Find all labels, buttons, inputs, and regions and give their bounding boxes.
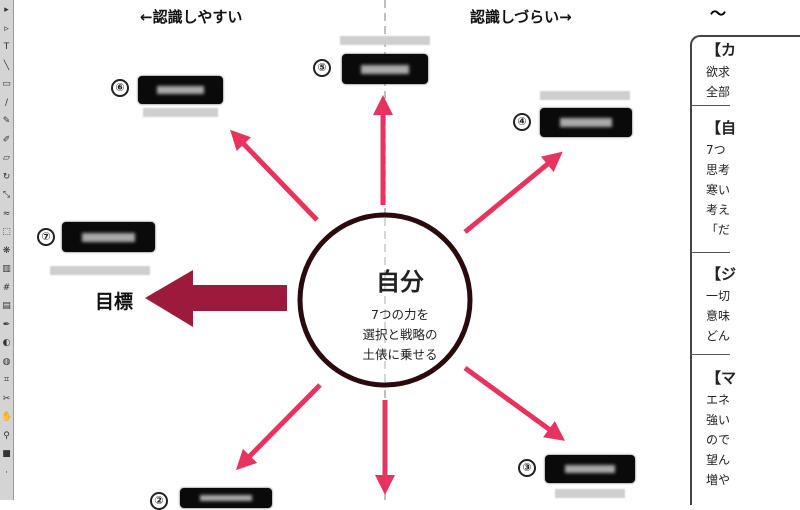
center-title: 自分 bbox=[376, 268, 424, 296]
node-5-sublabel bbox=[340, 36, 430, 45]
section-line: 強い bbox=[706, 413, 731, 427]
panel-section: 【カ欲求全部 bbox=[706, 38, 736, 102]
arrow-to-node-2 bbox=[235, 383, 322, 471]
center-text: 7つの力を 選択と戦略の 土俵に乗せる bbox=[335, 305, 465, 365]
rectangle-tool-icon[interactable]: ▭ bbox=[2, 79, 11, 89]
center-line: 選択と戦略の bbox=[362, 327, 438, 342]
type-tool-icon[interactable]: T bbox=[3, 42, 10, 52]
artboard[interactable]: ←認識しやすい 認識しづらい→ 自分 7つの力を 選択と戦略の 土俵に乗せる ⑥… bbox=[15, 0, 800, 510]
node-7-label-box[interactable] bbox=[62, 222, 155, 252]
direct-selection-tool-icon[interactable]: ▹ bbox=[4, 23, 9, 34]
node-4-sublabel bbox=[540, 91, 630, 100]
live-paint-tool-icon[interactable]: ◍ bbox=[2, 356, 11, 367]
slice-tool-icon[interactable]: ✂ bbox=[2, 393, 11, 404]
section-line: 一切 bbox=[706, 289, 731, 303]
center-line: 土俵に乗せる bbox=[362, 347, 438, 362]
section-line: 意味 bbox=[706, 309, 731, 323]
node-7-number: ⑦ bbox=[37, 228, 55, 246]
node-2-number: ② bbox=[150, 492, 168, 510]
panel-divider bbox=[690, 105, 730, 106]
section-title: 【ジ bbox=[706, 265, 736, 283]
blob-brush-tool-icon[interactable]: ✐ bbox=[2, 134, 11, 145]
selection-tool-icon[interactable]: ▸ bbox=[4, 5, 9, 15]
section-line: 望ん bbox=[706, 453, 731, 467]
center-line: 7つの力を bbox=[371, 307, 429, 322]
graph-tool-icon[interactable]: ▥ bbox=[2, 264, 11, 274]
arrow-to-node-3 bbox=[463, 365, 566, 441]
left-heading: ←認識しやすい bbox=[140, 8, 243, 26]
node-3-number: ③ bbox=[518, 459, 536, 477]
section-line: 7つ bbox=[706, 143, 726, 157]
crop-tool-icon[interactable]: ⌗ bbox=[3, 375, 10, 385]
node-5-label-box[interactable] bbox=[342, 54, 428, 84]
node-5-number: ⑤ bbox=[313, 59, 331, 77]
section-line: 思考 bbox=[706, 163, 731, 177]
section-line: 全部 bbox=[706, 85, 731, 99]
zoom-tool-icon[interactable]: ■ bbox=[2, 449, 11, 459]
gradient-tool-icon[interactable]: ▤ bbox=[2, 301, 11, 311]
eraser-tool-icon[interactable]: ▱ bbox=[3, 153, 10, 163]
section-line: 欲求 bbox=[706, 65, 731, 79]
hand-tool-icon[interactable]: ⚲ bbox=[3, 430, 10, 441]
node-3-label-box[interactable] bbox=[545, 455, 635, 483]
arrow-to-node-6 bbox=[230, 129, 319, 222]
section-line: 寒い bbox=[706, 183, 731, 197]
node-6-sublabel bbox=[143, 108, 218, 117]
right-heading: 認識しづらい→ bbox=[470, 8, 572, 26]
node-6-number: ⑥ bbox=[111, 79, 129, 97]
panel-tilde: ～ bbox=[710, 4, 727, 23]
scale-tool-icon[interactable]: ⤡ bbox=[2, 190, 11, 200]
paintbrush-tool-icon[interactable]: ∕ bbox=[4, 97, 9, 108]
section-title: 【マ bbox=[706, 369, 736, 387]
node-7-sublabel bbox=[50, 266, 150, 275]
node-3-sublabel bbox=[555, 489, 625, 498]
node-4-number: ④ bbox=[513, 113, 531, 131]
panel-divider bbox=[690, 252, 730, 253]
tools-panel: ▸ ▹ T ╲ ▭ ∕ ✎ ✐ ▱ ↻ ⤡ ≈ ⬚ ❋ ▥ # ▤ ✒ ◐ ◍ ⌗ ✂ ✋ ⚲ ■ · bbox=[0, 0, 14, 500]
free-transform-tool-icon[interactable]: ⬚ bbox=[2, 227, 11, 237]
pencil-tool-icon[interactable]: ✎ bbox=[2, 116, 11, 126]
explanation-panel bbox=[690, 35, 800, 505]
goal-arrow bbox=[145, 270, 287, 327]
section-line: どん bbox=[706, 329, 731, 343]
section-line: ので bbox=[706, 433, 731, 447]
blend-tool-icon[interactable]: ◐ bbox=[2, 338, 11, 348]
scissors-tool-icon[interactable]: ✋ bbox=[1, 412, 13, 422]
diagram-graphics bbox=[145, 0, 566, 500]
warp-tool-icon[interactable]: ≈ bbox=[2, 208, 11, 219]
node-6-label-box[interactable] bbox=[138, 76, 223, 104]
fill-stroke-swatch-icon[interactable]: · bbox=[5, 467, 8, 478]
section-line: 「だ bbox=[706, 223, 731, 237]
section-line: エネ bbox=[706, 393, 731, 407]
line-tool-icon[interactable]: ╲ bbox=[3, 60, 10, 71]
section-title: 【自 bbox=[706, 119, 736, 137]
arrow-to-node-4 bbox=[463, 151, 563, 234]
eyedropper-tool-icon[interactable]: ✒ bbox=[2, 319, 11, 330]
section-line: 考え bbox=[706, 203, 731, 217]
section-line: 増や bbox=[706, 473, 731, 487]
section-title: 【カ bbox=[706, 41, 736, 59]
goal-label: 目標 bbox=[95, 291, 134, 313]
panel-section: 【ジ一切意味どん bbox=[706, 262, 736, 346]
panel-section: 【自 7つ思考寒い考え「だ bbox=[706, 116, 736, 240]
mesh-tool-icon[interactable]: # bbox=[2, 282, 11, 293]
panel-section: 【マエネ強いので望ん増や bbox=[706, 366, 736, 490]
node-4-label-box[interactable] bbox=[540, 108, 632, 137]
panel-divider bbox=[690, 354, 730, 355]
rotate-tool-icon[interactable]: ↻ bbox=[2, 171, 11, 182]
node-2-label-box[interactable] bbox=[180, 488, 272, 508]
symbol-sprayer-tool-icon[interactable]: ❋ bbox=[2, 245, 11, 256]
